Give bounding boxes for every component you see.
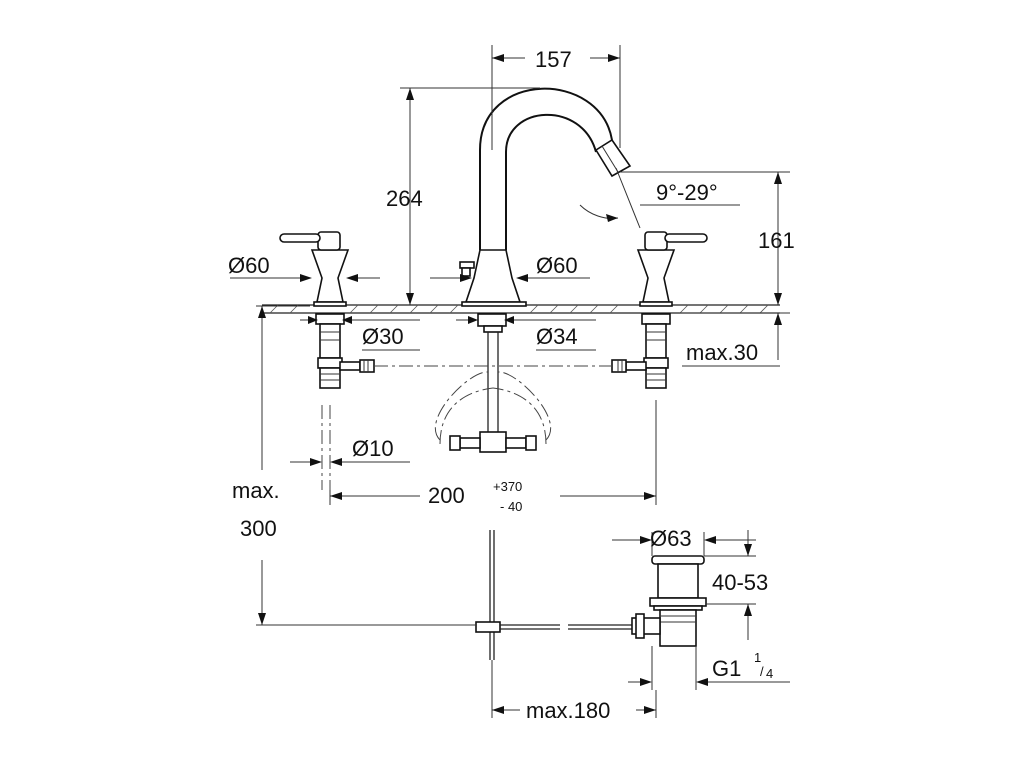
dim-max-value: 300 <box>240 516 277 541</box>
dim-spread-minus: - 40 <box>500 499 522 514</box>
dim-rod-length: max.180 <box>526 698 610 723</box>
dim-shank-center: Ø34 <box>536 324 578 349</box>
dim-max-label: max. <box>232 478 280 503</box>
dim-drain-thread-den: 4 <box>766 666 773 681</box>
dim-spout-reach: 157 <box>535 47 572 72</box>
dim-deck-thickness: max.30 <box>686 340 758 365</box>
dim-total-height: 264 <box>386 186 423 211</box>
pop-up-drain <box>475 530 707 660</box>
dim-supply-hose: Ø10 <box>352 436 394 461</box>
supply-hose-paths <box>321 365 612 490</box>
dimension-labels: 157 264 161 9°-29° Ø60 Ø60 Ø30 Ø34 max.3… <box>228 47 795 723</box>
dim-drain-diameter: Ø63 <box>650 526 692 551</box>
dim-spout-height: 161 <box>758 228 795 253</box>
dim-drain-thread-num: 1 <box>754 650 761 665</box>
dim-spout-base: Ø60 <box>536 253 578 278</box>
dim-shank-left: Ø30 <box>362 324 404 349</box>
dim-handle-base-left: Ø60 <box>228 253 270 278</box>
dim-drain-range: 40-53 <box>712 570 768 595</box>
dimension-lines <box>230 45 790 718</box>
dim-drain-thread-slash: / <box>760 664 764 679</box>
right-handle-valve <box>611 231 708 389</box>
spout-assembly <box>449 87 632 453</box>
left-handle-valve <box>279 231 375 389</box>
dim-spread-main: 200 <box>428 483 465 508</box>
dim-spread-plus: +370 <box>493 479 522 494</box>
dim-spout-angle: 9°-29° <box>656 180 718 205</box>
dim-drain-thread: G1 <box>712 656 741 681</box>
